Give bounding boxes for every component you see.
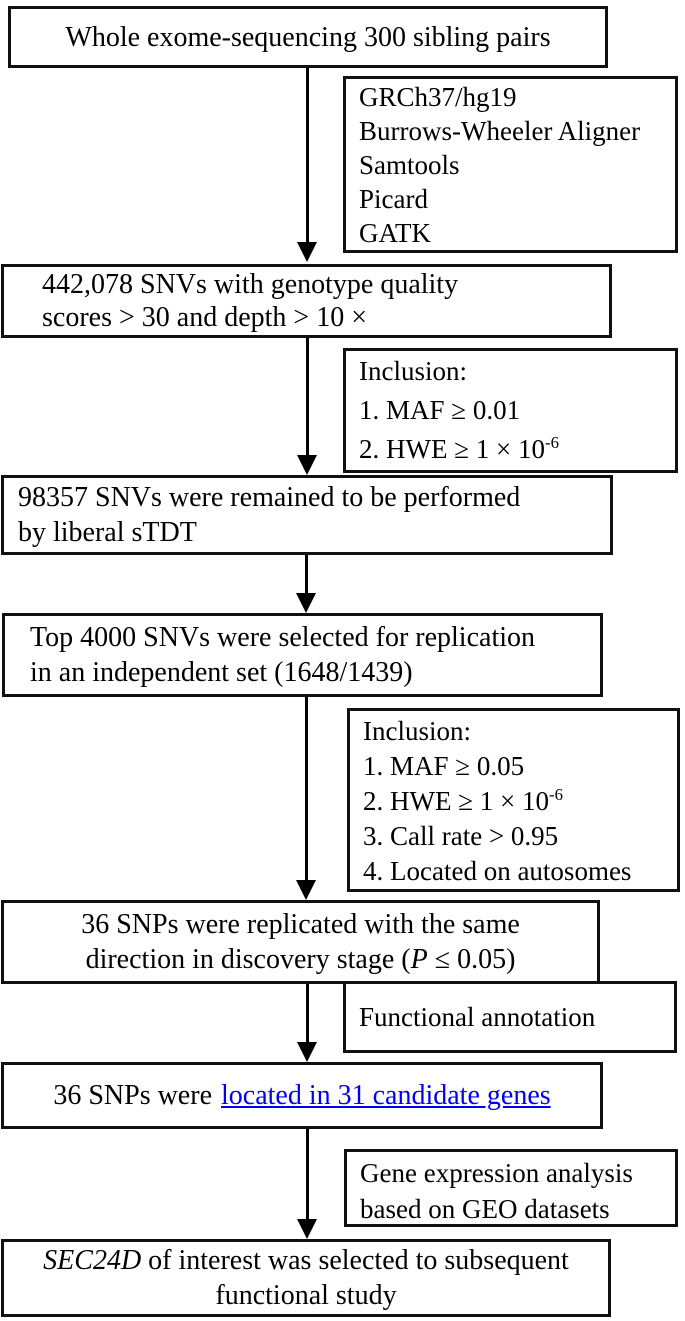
- step-text-line: Top 4000 SNVs were selected for replicat…: [30, 622, 535, 653]
- exponent: -6: [549, 785, 563, 804]
- step-text-line: 36 SNPs were replicated with the same: [81, 909, 520, 940]
- arrowhead-icon: [297, 1042, 317, 1062]
- step-text-line: 442,078 SNVs with genotype quality: [42, 269, 459, 300]
- step-box-exome-sequencing: Whole exome-sequencing 300 sibling pairs: [8, 6, 608, 68]
- arrowhead-icon: [297, 1219, 317, 1239]
- inclusion-item: 4. Located on autosomes: [363, 856, 632, 886]
- inclusion-box-2: Inclusion: 1. MAF ≥ 0.05 2. HWE ≥ 1 × 10…: [347, 708, 680, 892]
- side-box-text: Functional annotation: [359, 1001, 596, 1032]
- flow-arrow-6-line: [306, 1129, 309, 1221]
- inclusion-item: 3. Call rate > 0.95: [363, 821, 559, 851]
- functional-annotation-box: Functional annotation: [343, 981, 677, 1053]
- flow-arrow-2-line: [306, 338, 309, 457]
- exponent: -6: [545, 433, 559, 452]
- step-text-line: scores > 30 and depth > 10 ×: [42, 302, 367, 333]
- tool-item: Burrows-Wheeler Aligner: [359, 116, 641, 146]
- candidate-genes-link[interactable]: located in 31 candidate genes: [221, 1080, 551, 1111]
- step-text: Whole exome-sequencing 300 sibling pairs: [65, 21, 551, 53]
- step-text-line: SEC24D of interest was selected to subse…: [4, 1243, 608, 1278]
- step-box-replication: Top 4000 SNVs were selected for replicat…: [2, 613, 603, 697]
- step-text-line: direction in discovery stage (P ≤ 0.05): [4, 942, 597, 977]
- step-box-candidate-genes: 36 SNPs were located in 31 candidate gen…: [1, 1062, 603, 1129]
- step-text-segment: ≤ 0.05): [427, 944, 516, 975]
- arrowhead-icon: [296, 880, 316, 900]
- flow-arrow-3-line: [305, 555, 308, 595]
- flow-arrow-1-line: [306, 68, 309, 244]
- gene-name-italic: SEC24D: [43, 1245, 142, 1276]
- tool-item: GRCh37/hg19: [359, 82, 517, 112]
- tool-item: GATK: [359, 218, 431, 248]
- step-text-line: 98357 SNVs were remained to be performed: [18, 482, 521, 513]
- arrowhead-icon: [297, 455, 317, 475]
- step-box-stdt: 98357 SNVs were remained to be performed…: [1, 475, 613, 555]
- inclusion-item-base: 2. HWE ≥ 1 × 10: [363, 786, 550, 816]
- inclusion-item: 1. MAF ≥ 0.05: [363, 751, 525, 781]
- p-value-symbol: P: [410, 944, 428, 975]
- arrowhead-icon: [296, 593, 316, 613]
- tool-item: Samtools: [359, 150, 460, 180]
- tool-item: Picard: [359, 184, 428, 214]
- arrowhead-icon: [297, 242, 317, 262]
- inclusion-item: 1. MAF ≥ 0.01: [359, 395, 521, 425]
- flow-arrow-5-line: [306, 984, 309, 1044]
- inclusion-title: Inclusion:: [359, 356, 467, 386]
- step-text-line: functional study: [215, 1280, 397, 1311]
- step-text: 36 SNPs were: [53, 1080, 212, 1111]
- inclusion-title: Inclusion:: [363, 716, 471, 746]
- step-box-sec24d: SEC24D of interest was selected to subse…: [1, 1239, 611, 1317]
- step-box-replicated-snps: 36 SNPs were replicated with the same di…: [1, 900, 600, 984]
- tools-box: GRCh37/hg19 Burrows-Wheeler Aligner Samt…: [343, 76, 678, 253]
- inclusion-box-1: Inclusion: 1. MAF ≥ 0.01 2. HWE ≥ 1 × 10…: [343, 348, 678, 473]
- step-text-segment: of interest was selected to subsequent: [141, 1245, 569, 1276]
- gene-expression-box: Gene expression analysis based on GEO da…: [344, 1149, 678, 1227]
- inclusion-item: 2. HWE ≥ 1 × 10-6: [363, 784, 677, 819]
- flow-arrow-4-line: [305, 697, 308, 882]
- side-box-text-line: based on GEO datasets: [360, 1194, 610, 1224]
- step-box-snv-quality: 442,078 SNVs with genotype quality score…: [1, 264, 612, 338]
- inclusion-item-base: 2. HWE ≥ 1 × 10: [359, 434, 546, 464]
- inclusion-item: 2. HWE ≥ 1 × 10-6: [359, 430, 675, 469]
- side-box-text-line: Gene expression analysis: [360, 1158, 633, 1188]
- step-text-line: by liberal sTDT: [18, 517, 197, 548]
- step-text-segment: direction in discovery stage (: [85, 944, 411, 975]
- step-text-line: in an independent set (1648/1439): [30, 657, 413, 688]
